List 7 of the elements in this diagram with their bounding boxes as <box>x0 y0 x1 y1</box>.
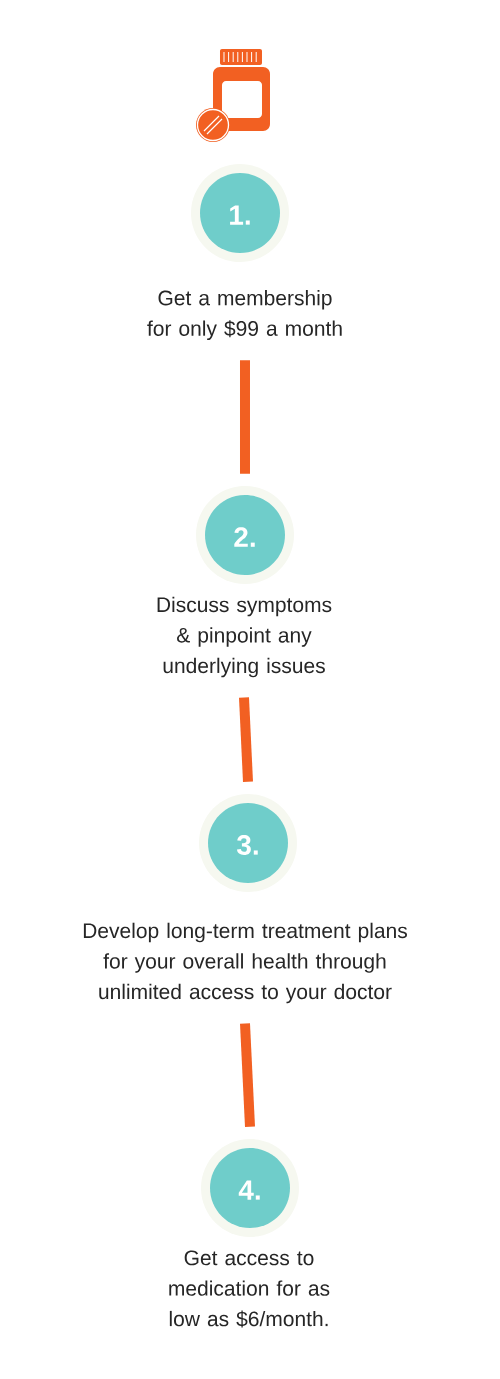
step-description: Get a membership for only $99 a month <box>147 290 342 341</box>
connector-bar <box>239 697 253 783</box>
step-description: Get access to medication for as low as $6/month. <box>169 1250 330 1328</box>
step-description: Develop long-term treatment plans for your overall health through unlimited access to your doctor <box>83 922 407 1004</box>
step-description: Discuss symptoms & pinpoint any underlying issues <box>157 596 332 678</box>
connector-bar <box>240 1023 255 1128</box>
connector-bar <box>240 360 250 474</box>
